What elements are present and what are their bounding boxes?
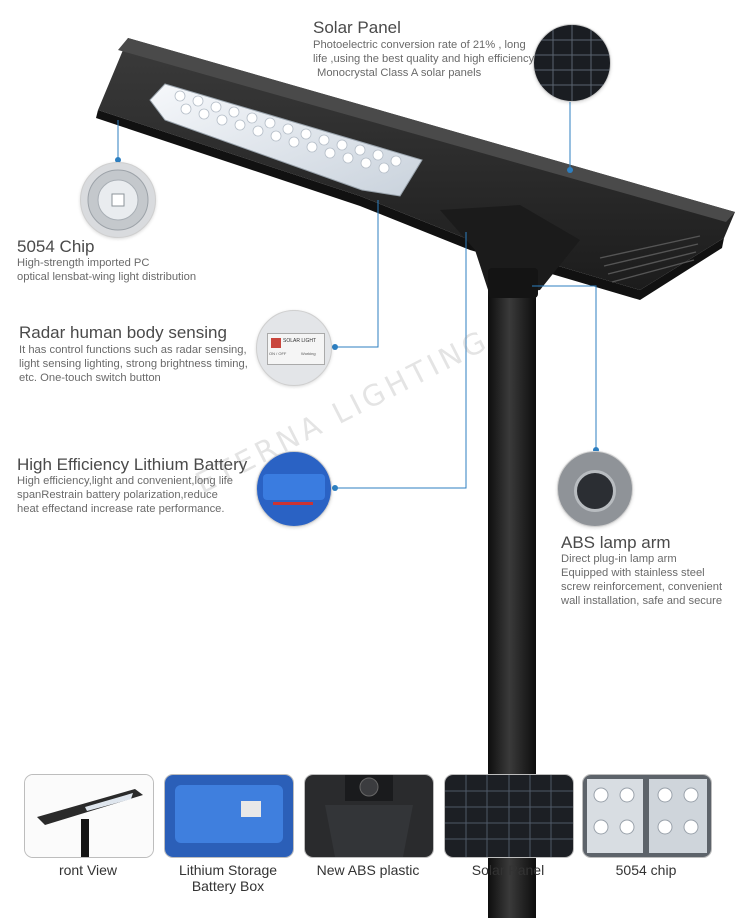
thumbnail-5054-chip [582,774,712,858]
battery-description: High efficiency,light and convenient,lon… [17,475,234,515]
battery-box-image [165,775,293,857]
radar-sensor-detail-image: SOLAR LIGHT ON / OFF Working [256,310,332,386]
led-chip-icon [87,169,149,231]
caption-5054-chip: 5054 chip [615,862,677,878]
chip-array-image [583,775,711,857]
thumbnail-front-view [24,774,154,858]
battery-detail-image [256,451,332,527]
front-view-image [25,775,153,857]
thumbnail-abs-plastic [304,774,434,858]
caption-solar-panel: Solar Panel [471,862,545,878]
chip-title: 5054 Chip [17,237,95,256]
solar-panel-title: Solar Panel [313,18,401,37]
power-icon [271,338,281,348]
lamp-arm [440,205,580,296]
caption-battery-box: Lithium Storage Battery Box [178,862,278,894]
radar-panel-text: SOLAR LIGHT [283,338,317,344]
caption-front-view: ront View [58,862,118,878]
solar-panel-detail-image [533,24,611,102]
solar-panel-description: Photoelectric conversion rate of 21% , l… [313,39,535,79]
chip-detail-image [80,162,156,238]
lamp-arm-description: Direct plug-in lamp arm Equipped with st… [561,553,723,607]
callout-line-battery [335,232,467,489]
radar-left-text: ON / OFF [269,351,287,356]
callout-line-arm [532,285,597,450]
callout-line-radar [335,200,379,348]
battery-title: High Efficiency Lithium Battery [17,455,248,474]
lamp-arm-title: ABS lamp arm [561,533,671,552]
lamp-arm-detail-image [557,451,633,527]
radar-description: It has control functions such as radar s… [19,344,248,384]
chip-description: High-strength imported PC optical lensba… [17,257,197,283]
solar-panel-image [445,775,573,857]
thumbnail-solar-panel [444,774,574,858]
caption-abs-plastic: New ABS plastic [316,862,420,878]
radar-title: Radar human body sensing [19,323,227,342]
solar-cells-icon [534,25,610,101]
radar-right-text: Working [301,351,316,356]
abs-plastic-image [305,775,433,857]
thumbnail-battery-box [164,774,294,858]
